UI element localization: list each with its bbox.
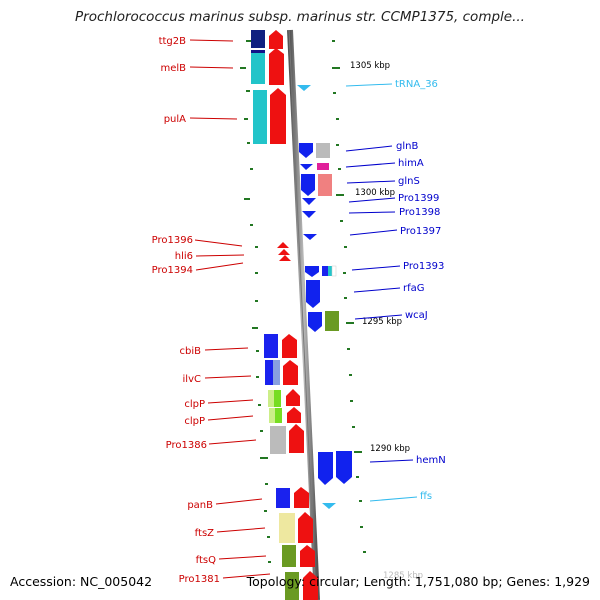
gene-arrow: [283, 360, 298, 385]
gene-block: [318, 174, 332, 196]
right-leaders: [345, 145, 414, 463]
rna-marker: [322, 503, 336, 509]
gene-label-Pro1381[interactable]: Pro1381: [179, 574, 220, 585]
gene-label-Pro1393[interactable]: Pro1393: [403, 261, 444, 272]
gene-arrow: [308, 312, 322, 332]
gene-block: [282, 545, 296, 567]
gene-label-Pro1396[interactable]: Pro1396: [152, 235, 193, 246]
rna-marker: [297, 85, 311, 91]
gene-arrow: [282, 334, 297, 358]
left-gene-blocks: [251, 30, 318, 600]
gene-arrow: [300, 545, 315, 567]
gene-label-Pro1397[interactable]: Pro1397: [400, 226, 441, 237]
gene-block: [265, 360, 273, 385]
genome-backbone: [287, 29, 320, 600]
gene-block: [325, 311, 339, 331]
gene-label-hli6[interactable]: hli6: [175, 251, 193, 262]
scale-label: 1305 kbp: [350, 61, 390, 71]
gene-label-himA[interactable]: himA: [398, 158, 424, 169]
gene-arrow: [300, 164, 313, 170]
gene-block: [276, 488, 290, 508]
gene-arrow: [289, 424, 304, 453]
gene-block: [251, 50, 265, 84]
rna-label-ffs[interactable]: ffs: [420, 491, 432, 502]
gene-arrow: [279, 255, 291, 261]
rna-label-tRNA_36[interactable]: tRNA_36: [395, 79, 438, 90]
gene-label-melB[interactable]: melB: [160, 63, 186, 74]
gene-label-Pro1398[interactable]: Pro1398: [399, 207, 440, 218]
gene-arrow: [299, 143, 313, 158]
rna-leaders: [345, 83, 418, 502]
gene-arrow: [277, 242, 289, 248]
gene-arrow: [294, 487, 309, 508]
gene-block: [264, 334, 278, 358]
gene-arrow: [303, 571, 318, 600]
gene-label-ttg2B[interactable]: ttg2B: [159, 36, 187, 47]
gene-label-Pro1394[interactable]: Pro1394: [152, 265, 193, 276]
gene-label-clpP[interactable]: clpP: [184, 416, 205, 427]
gene-label-ilvC[interactable]: ilvC: [183, 374, 201, 385]
scale-label: 1290 kbp: [370, 444, 410, 454]
gene-label-panB[interactable]: panB: [187, 500, 213, 511]
gene-arrow: [269, 48, 284, 85]
gene-arrow: [278, 249, 290, 255]
gene-arrow: [301, 174, 315, 196]
gene-block: [269, 408, 275, 423]
gene-arrow: [336, 451, 352, 484]
gene-block: [285, 572, 299, 600]
gene-label-ftsQ[interactable]: ftsQ: [196, 555, 216, 566]
gene-arrow: [318, 452, 333, 485]
gene-arrow: [298, 512, 313, 543]
gene-arrow: [270, 88, 286, 144]
gene-arrow: [303, 234, 317, 240]
gene-block: [270, 426, 286, 454]
gene-block: [322, 266, 328, 276]
gene-label-rfaG[interactable]: rfaG: [403, 283, 425, 294]
gene-arrow: [286, 389, 300, 406]
gene-block: [316, 143, 330, 158]
gene-label-Pro1386[interactable]: Pro1386: [166, 440, 207, 451]
gene-block: [268, 390, 274, 407]
map-title: Prochlorococcus marinus subsp. marinus s…: [75, 9, 525, 25]
gene-block: [279, 513, 295, 543]
gene-block: [251, 30, 265, 48]
gene-block: [317, 163, 329, 170]
scale-label: 1285 kbp: [383, 571, 423, 581]
gene-label-clpP[interactable]: clpP: [184, 399, 205, 410]
gene-arrow: [287, 407, 301, 423]
scale-ticks: [240, 40, 366, 563]
scale-label: 1295 kbp: [362, 317, 402, 327]
gene-arrow: [269, 30, 283, 49]
gene-label-ftsZ[interactable]: ftsZ: [195, 528, 214, 539]
gene-arrow: [305, 266, 319, 277]
gene-label-cbiB[interactable]: cbiB: [180, 346, 202, 357]
right-gene-blocks: [297, 85, 352, 509]
gene-arrow: [306, 280, 320, 308]
left-leaders: [189, 39, 271, 579]
accession-text: Accession: NC_005042: [10, 574, 153, 589]
gene-label-wcaJ[interactable]: wcaJ: [405, 310, 428, 321]
gene-arrow: [302, 211, 316, 218]
gene-label-glnS[interactable]: glnS: [398, 176, 420, 187]
gene-label-Pro1399[interactable]: Pro1399: [398, 193, 439, 204]
gene-arrow: [302, 198, 316, 205]
topology-text: Topology: circular; Length: 1,751,080 bp…: [246, 574, 590, 589]
scale-label: 1300 kbp: [355, 188, 395, 198]
gene-label-pulA[interactable]: pulA: [164, 114, 186, 125]
gene-block: [253, 90, 267, 144]
gene-label-hemN[interactable]: hemN: [416, 455, 446, 466]
gene-label-glnB[interactable]: glnB: [396, 141, 418, 152]
